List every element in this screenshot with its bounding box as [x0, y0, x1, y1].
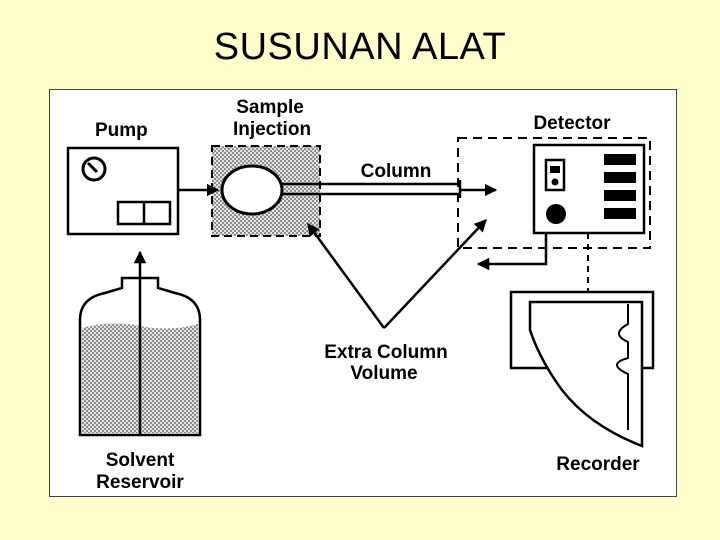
- detector-enclosure: [457, 137, 651, 249]
- column-label: Column: [361, 161, 432, 182]
- detector-knob-icon: [546, 204, 566, 224]
- diagram-frame: Pump Sample Injection Column Detector Ex…: [49, 89, 677, 497]
- extra-column-volume-label-line2: Volume: [350, 363, 417, 384]
- detector: [532, 143, 646, 235]
- extra-volume-arrow-right: [383, 219, 487, 329]
- sample-injection-label-line1: Sample: [236, 97, 304, 118]
- detector-display-bar: [604, 172, 636, 183]
- extra-column-volume-label-line1: Extra Column: [324, 342, 448, 363]
- detector-display-bar: [604, 190, 636, 201]
- column: [282, 180, 498, 198]
- slide-title: SUSUNAN ALAT: [213, 26, 507, 68]
- detector-display-bar: [604, 208, 636, 219]
- detector-display-bar: [604, 154, 636, 165]
- pressure-gauge-icon: [81, 156, 107, 182]
- solvent-reservoir-label-line1: Solvent: [106, 450, 175, 471]
- solvent-reservoir-label-line2: Reservoir: [96, 472, 184, 493]
- pump-label: Pump: [95, 120, 148, 141]
- detector-label: Detector: [533, 113, 611, 134]
- hplc-diagram: Pump Sample Injection Column Detector Ex…: [66, 97, 655, 493]
- recorder-paper: [528, 300, 644, 448]
- chromatogram-trace: [616, 304, 629, 430]
- detector-outlet-arrow: [476, 233, 548, 271]
- recorder: [509, 290, 655, 448]
- pump: [66, 146, 180, 236]
- extra-volume-arrow-left: [306, 222, 386, 329]
- solvent-reservoir: [78, 250, 202, 437]
- injection-loop: [220, 164, 284, 216]
- recorder-label: Recorder: [556, 454, 640, 475]
- sample-injection-label-line2: Injection: [233, 119, 311, 140]
- sample-injector: [211, 145, 321, 237]
